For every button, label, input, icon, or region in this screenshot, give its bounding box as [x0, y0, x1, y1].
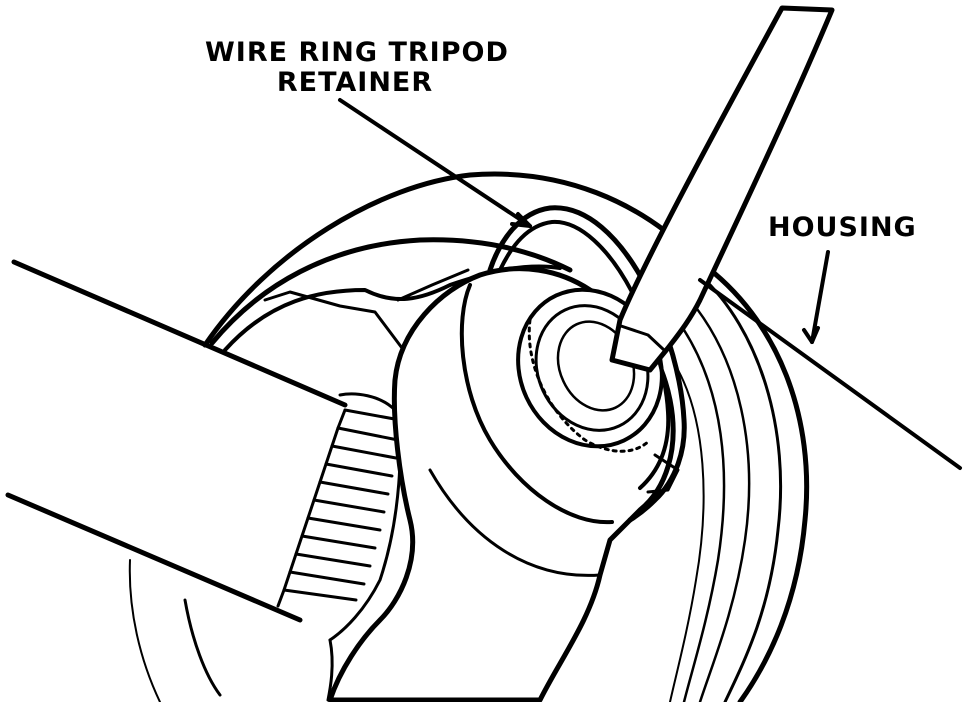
wire-ring-label-line1: WIRE RING TRIPOD	[205, 37, 509, 68]
shaft-splines	[276, 408, 402, 608]
screwdriver	[609, 5, 835, 373]
housing-label: HOUSING	[768, 212, 917, 243]
wire-ring-retainer-label: WIRE RING TRIPOD RETAINER	[205, 37, 509, 98]
leader-lines	[338, 98, 962, 470]
drive-shaft	[5, 259, 402, 642]
wire-ring-label-line2: RETAINER	[276, 67, 434, 98]
